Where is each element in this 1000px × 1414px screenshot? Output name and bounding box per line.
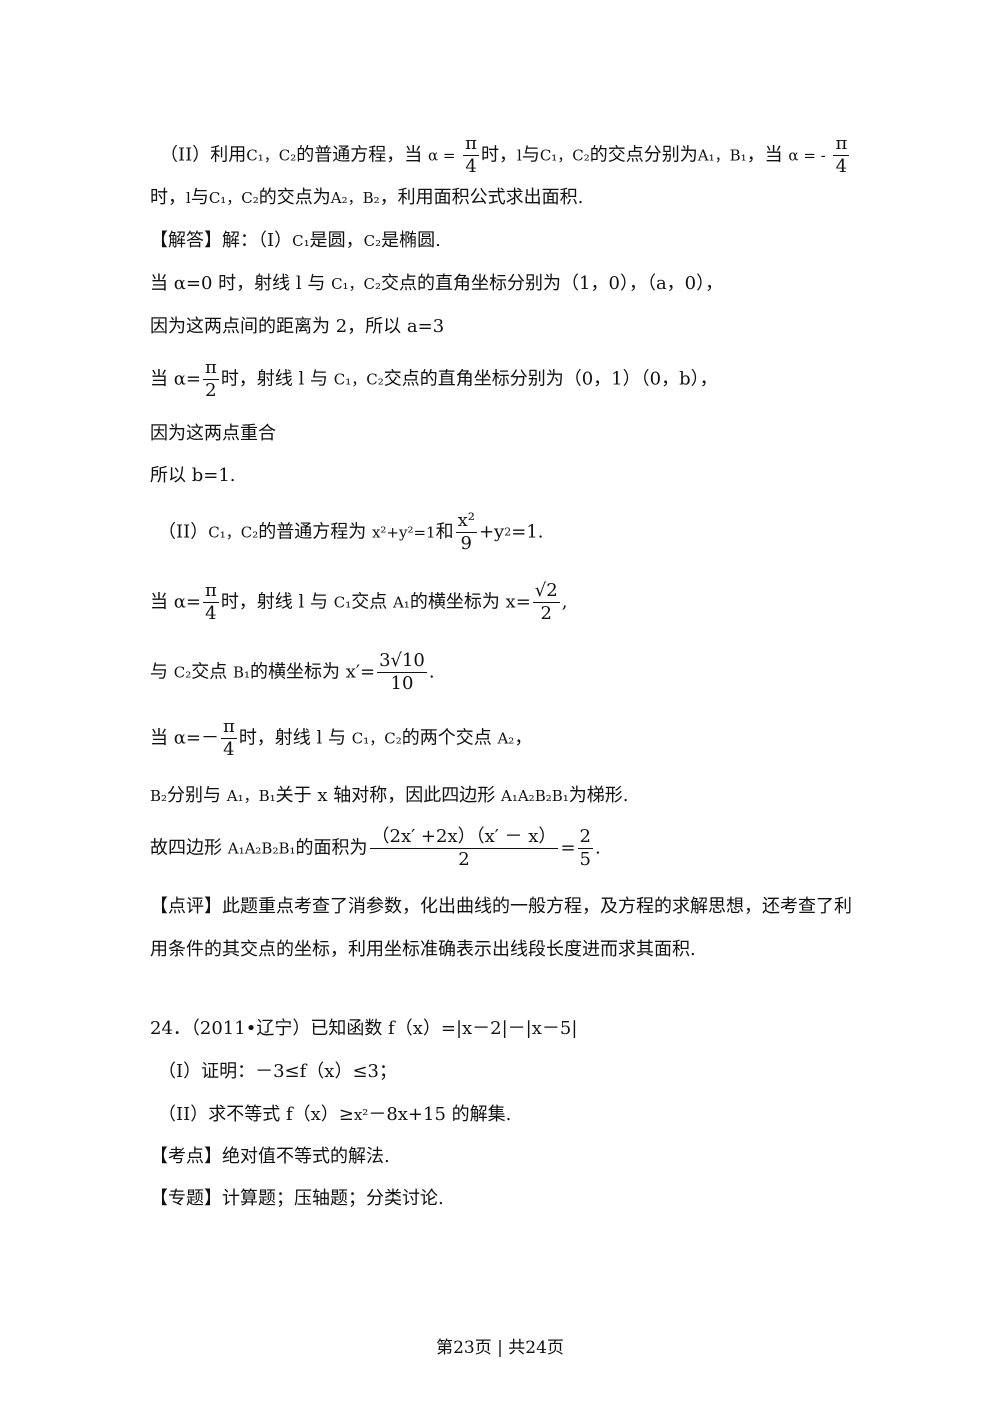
text: 的交点分别为 xyxy=(589,144,698,166)
comment-line: 【点评】此题重点考查了消参数，化出曲线的一般方程，及方程的求解思想，还考查了利 xyxy=(150,896,852,917)
text: 时， xyxy=(481,144,517,166)
math-alpha: α = xyxy=(427,146,456,165)
answer-heading: 【解答】解：（I）C₁是圆，C₂是椭圆. xyxy=(150,230,441,251)
page-footer: 第23页 | 共24页 xyxy=(436,1338,564,1358)
problem-24-part2: （II）求不等式 f（x）≥x²－8x+15 的解集. xyxy=(158,1104,512,1125)
math-alpha-neg: α = - xyxy=(788,146,826,165)
problem-24-title: 24．（2011•辽宁）已知函数 f（x）=|x－2|－|x－5| xyxy=(150,1018,578,1039)
solution-line: 所以 b=1. xyxy=(150,465,236,486)
problem-24-kaodian: 【考点】绝对值不等式的解法. xyxy=(150,1146,390,1167)
text: 与 xyxy=(521,144,540,166)
solution-line: 因为这两点重合 xyxy=(150,423,276,444)
text: 的普通方程，当 xyxy=(296,144,423,166)
solution-line: B₂分别与 A₁，B₁关于 x 轴对称，因此四边形 A₁A₂B₂B₁为梯形. xyxy=(150,785,629,806)
solution-line: 时，l与C₁，C₂的交点为A₂，B₂，利用面积公式求出面积. xyxy=(150,187,584,208)
text: （II）利用 xyxy=(160,144,247,166)
problem-24-zhuanti: 【专题】计算题；压轴题；分类讨论. xyxy=(150,1188,444,1209)
math-c1c2: C₁，C₂ xyxy=(539,146,590,165)
math-l: l xyxy=(517,146,522,165)
solution-line: 因为这两点间的距离为 2，所以 a=3 xyxy=(150,316,445,337)
math-c1c2: C₁，C₂ xyxy=(246,146,297,165)
text: ，当 xyxy=(746,144,783,166)
problem-24-part1: （I）证明：－3≤f（x）≤3； xyxy=(158,1061,397,1082)
solution-line: 当 α=0 时，射线 l 与 C₁，C₂交点的直角坐标分别为（1，0），（a，0… xyxy=(150,273,724,294)
math-a1b1: A₁，B₁ xyxy=(697,146,747,165)
fraction-area: （2x′ +2x）（x′ － x）2 xyxy=(369,826,559,870)
comment-line: 用条件的其交点的坐标，利用坐标准确表示出线段长度进而求其面积. xyxy=(150,939,696,960)
